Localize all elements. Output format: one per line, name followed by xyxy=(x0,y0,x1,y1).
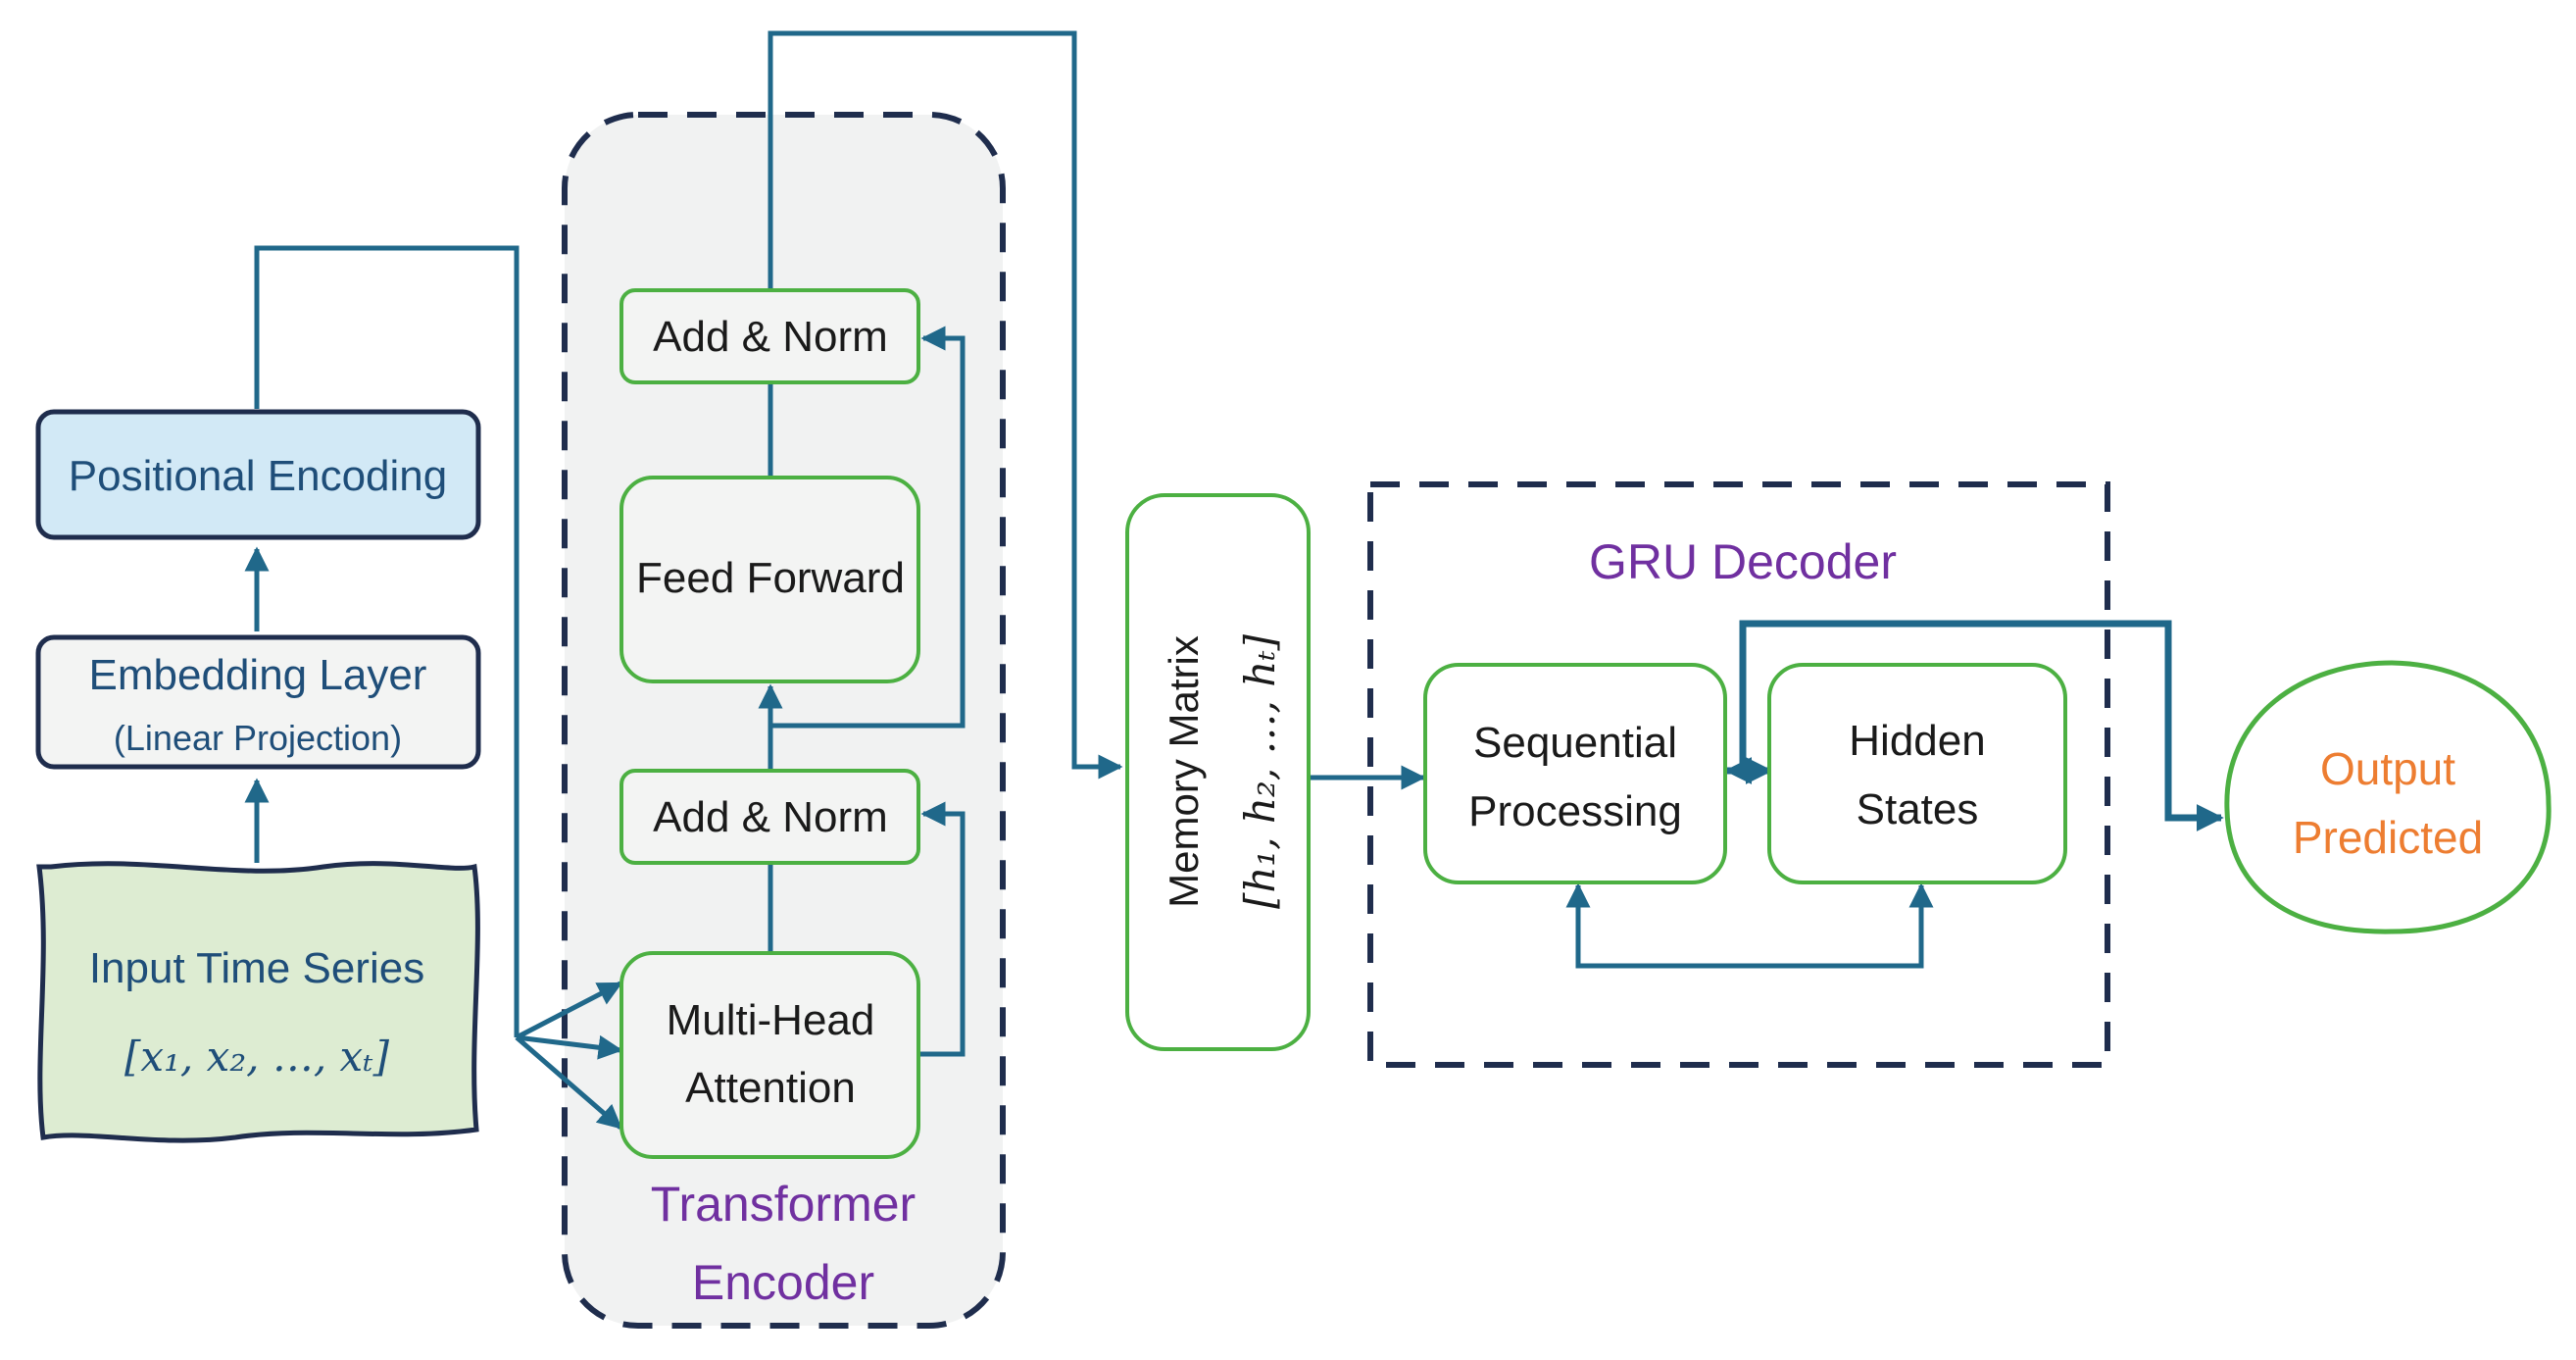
feed-forward-box xyxy=(619,476,920,683)
feed-forward-label: Feed Forward xyxy=(636,554,905,602)
arrow-fan-lower xyxy=(515,1035,622,1130)
add-norm-upper-box xyxy=(619,288,920,384)
sequential-label-line1: Sequential xyxy=(1473,719,1677,767)
embedding-layer-box xyxy=(35,634,481,770)
wire-positional-to-encoder xyxy=(254,245,520,1037)
memory-matrix-label: Memory Matrix xyxy=(1161,635,1207,908)
positional-encoding-label: Positional Encoding xyxy=(69,452,447,500)
output-predicted-shape xyxy=(2224,660,2551,934)
add-norm-lower-label: Add & Norm xyxy=(653,793,888,841)
arrow-decoder-to-output xyxy=(1739,620,2224,831)
arrow-fan-upper xyxy=(515,981,623,1040)
transformer-encoder-label-line1: Transformer xyxy=(651,1177,916,1232)
input-sequence: [x₁, x₂, …, xₜ] xyxy=(124,1033,390,1081)
arrow-residual-lower xyxy=(918,801,966,1057)
transformer-encoder-label-line2: Encoder xyxy=(692,1255,874,1310)
add-norm-lower-box xyxy=(619,769,920,865)
arrow-loop-bottom xyxy=(1575,885,1924,969)
output-label-line1: Output xyxy=(2320,743,2455,794)
sequential-label-line2: Processing xyxy=(1468,787,1682,835)
memory-matrix-box xyxy=(1125,493,1311,1051)
output-label-line2: Predicted xyxy=(2293,812,2483,863)
gru-decoder-label: GRU Decoder xyxy=(1589,534,1897,589)
hidden-label-line2: States xyxy=(1857,785,1979,833)
multi-head-label-line2: Attention xyxy=(685,1064,856,1112)
input-time-series-label: Input Time Series xyxy=(89,944,424,992)
hidden-states-box xyxy=(1767,663,2067,884)
add-norm-upper-label: Add & Norm xyxy=(653,313,888,361)
sequential-processing-box xyxy=(1423,663,1727,884)
embedding-layer-subtitle: (Linear Projection) xyxy=(114,718,402,758)
arrow-encoder-to-memory xyxy=(768,30,1123,780)
multi-head-label-line1: Multi-Head xyxy=(667,996,875,1044)
memory-matrix-sequence: [h₁, h₂, …, hₜ] xyxy=(1236,633,1284,909)
embedding-layer-label: Embedding Layer xyxy=(89,651,427,699)
hidden-label-line1: Hidden xyxy=(1849,717,1985,765)
gru-decoder-container xyxy=(1367,481,2110,1068)
arrow-fan-middle xyxy=(516,1034,623,1060)
positional-encoding-box xyxy=(35,409,481,540)
arrow-residual-upper xyxy=(770,326,966,729)
multi-head-attention-box xyxy=(619,951,920,1159)
input-time-series-box xyxy=(36,861,480,1143)
